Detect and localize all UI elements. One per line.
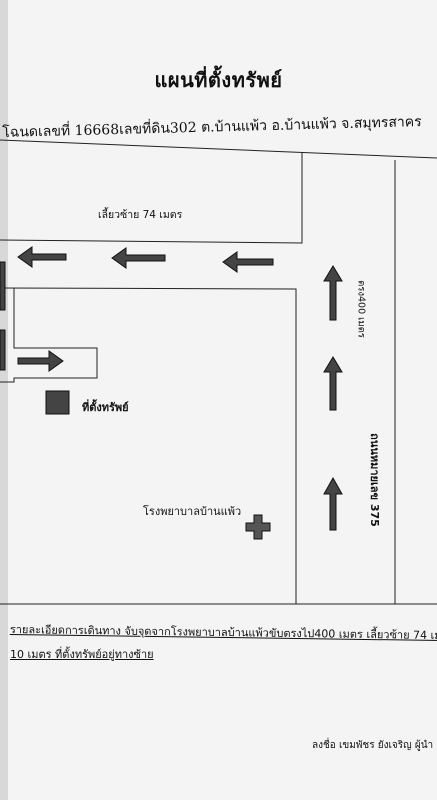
hospital-cross-icon — [245, 514, 271, 540]
distance-400-label: ตรง400 เมตร — [355, 280, 367, 338]
up-arrow-icon — [323, 476, 343, 531]
page-edge-shadow — [0, 0, 8, 800]
up-arrow-icon — [323, 265, 343, 321]
side-lane — [0, 288, 98, 383]
map-title: แผนที่ตั้งทรัพย์ — [154, 68, 283, 92]
road-lines — [0, 139, 437, 605]
soi-lower-edge — [0, 287, 297, 604]
hospital-label: โรงพยาบาลบ้านแพ้ว — [143, 505, 242, 518]
top-border-line — [0, 139, 437, 159]
route-description-line2: 10 เมตร ที่ตั้งทรัพย์อยู่ทางซ้าย — [10, 648, 154, 661]
partial-arrow-icon — [0, 261, 6, 311]
soi-upper-edge — [0, 152, 303, 244]
turn-left-label: เลี้ยวซ้าย 74 เมตร — [98, 209, 183, 221]
partial-arrow-icon — [0, 329, 6, 371]
up-arrow-icon — [323, 356, 343, 411]
route-description-heading: รายละเอียดการเดินทาง — [9, 622, 122, 638]
property-label: ที่ตั้งทรัพย์ — [82, 401, 129, 414]
left-arrow-icon — [17, 246, 67, 268]
property-marker-icon — [45, 390, 70, 415]
left-arrow-icon — [111, 247, 166, 269]
signature-line: ลงชื่อ เขมพัชร ยังเจริญ ผู้นำ — [312, 740, 434, 751]
route-description-text: จับจุดจากโรงพยาบาลบ้านแพ้วขับตรงไป400 เม… — [124, 624, 437, 643]
left-arrow-icon — [222, 251, 274, 273]
road-375-label: ถนนหมายเลข 375 — [368, 433, 381, 527]
right-arrow-icon — [17, 350, 64, 372]
